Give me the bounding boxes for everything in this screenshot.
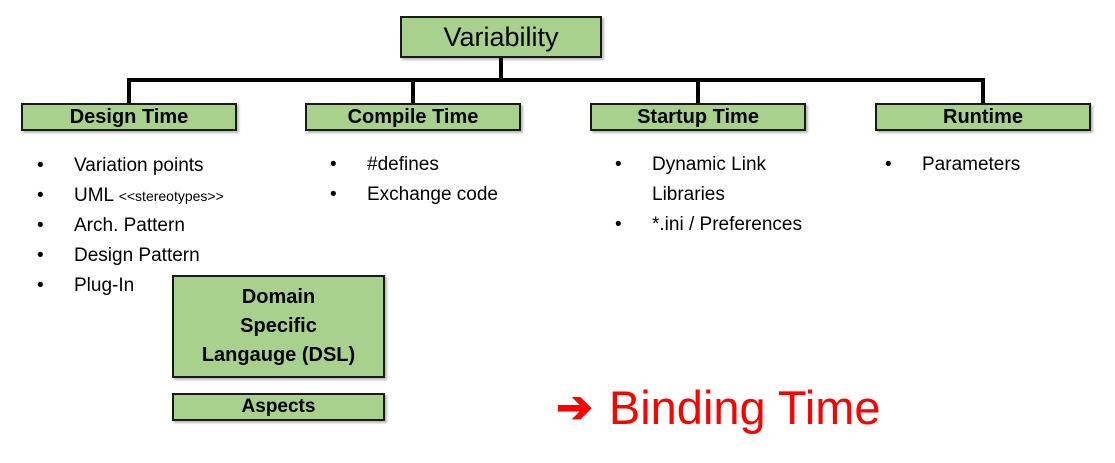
runtime-label: Runtime [943,105,1023,128]
variability-box: Variability [400,16,602,58]
list-item: • Variation points [37,151,224,181]
bullet-icon: • [37,185,44,206]
list-item-label: Variation points [74,155,204,176]
stereotypes-text: <<stereotypes>> [118,188,224,204]
list-item-label: Plug-In [74,275,135,296]
connector-stub-runtime [981,82,985,103]
list-item: • UML <<stereotypes>> [37,181,224,211]
connector-root-stem [499,58,503,80]
list-item-label: Arch. Pattern [74,215,185,236]
list-item: • Parameters [885,150,1020,180]
list-item: • Exchange code [330,180,498,210]
bullet-icon: • [37,245,44,266]
list-item: • Dynamic Link Libraries [615,150,827,210]
startup-time-list: • Dynamic Link Libraries • *.ini / Prefe… [590,150,827,240]
compile-time-label: Compile Time [347,105,479,128]
compile-time-list: • #defines • Exchange code [305,150,498,210]
list-item: • Plug-In [37,271,224,301]
binding-time-label: Binding Time [608,381,881,434]
aspects-box: Aspects [172,393,385,421]
list-item-label: Exchange code [367,184,498,205]
dsl-box: Domain Specific Langauge (DSL) [172,275,385,378]
bullet-icon: • [37,215,44,236]
list-item: • Design Pattern [37,241,224,271]
binding-time-callout: ➔ Binding Time [556,384,881,431]
bullet-icon: • [615,214,622,235]
list-item-label: UML <<stereotypes>> [74,181,224,211]
design-time-list: • Variation points • UML <<stereotypes>>… [21,151,224,301]
variability-label: Variability [443,21,559,52]
bullet-icon: • [330,154,337,175]
list-item: • Arch. Pattern [37,211,224,241]
runtime-list: • Parameters [875,150,1020,180]
bullet-icon: • [37,275,44,296]
list-item-label: #defines [367,154,439,175]
bullet-icon: • [885,154,892,175]
connector-horizontal-bar [127,78,985,82]
compile-time-box: Compile Time [305,103,521,131]
bullet-icon: • [330,184,337,205]
dsl-label: Domain Specific Langauge (DSL) [201,286,356,366]
list-item: • #defines [330,150,498,180]
bullet-icon: • [37,155,44,176]
connector-stub-design-time [127,82,131,103]
arrow-right-icon: ➔ [556,382,593,432]
runtime-box: Runtime [875,103,1091,131]
list-item-label: Design Pattern [74,245,200,266]
design-time-label: Design Time [69,105,189,128]
connector-stub-compile-time [411,82,415,103]
list-item: • *.ini / Preferences [615,210,827,240]
design-time-box: Design Time [21,103,237,131]
aspects-label: Aspects [241,396,316,417]
uml-text: UML [74,185,119,206]
bullet-icon: • [615,154,622,175]
list-item-label: Dynamic Link Libraries [652,154,767,205]
list-item-label: *.ini / Preferences [652,214,802,235]
startup-time-box: Startup Time [590,103,806,131]
startup-time-label: Startup Time [637,105,759,128]
list-item-label: Parameters [922,154,1021,175]
connector-stub-startup-time [696,82,700,103]
